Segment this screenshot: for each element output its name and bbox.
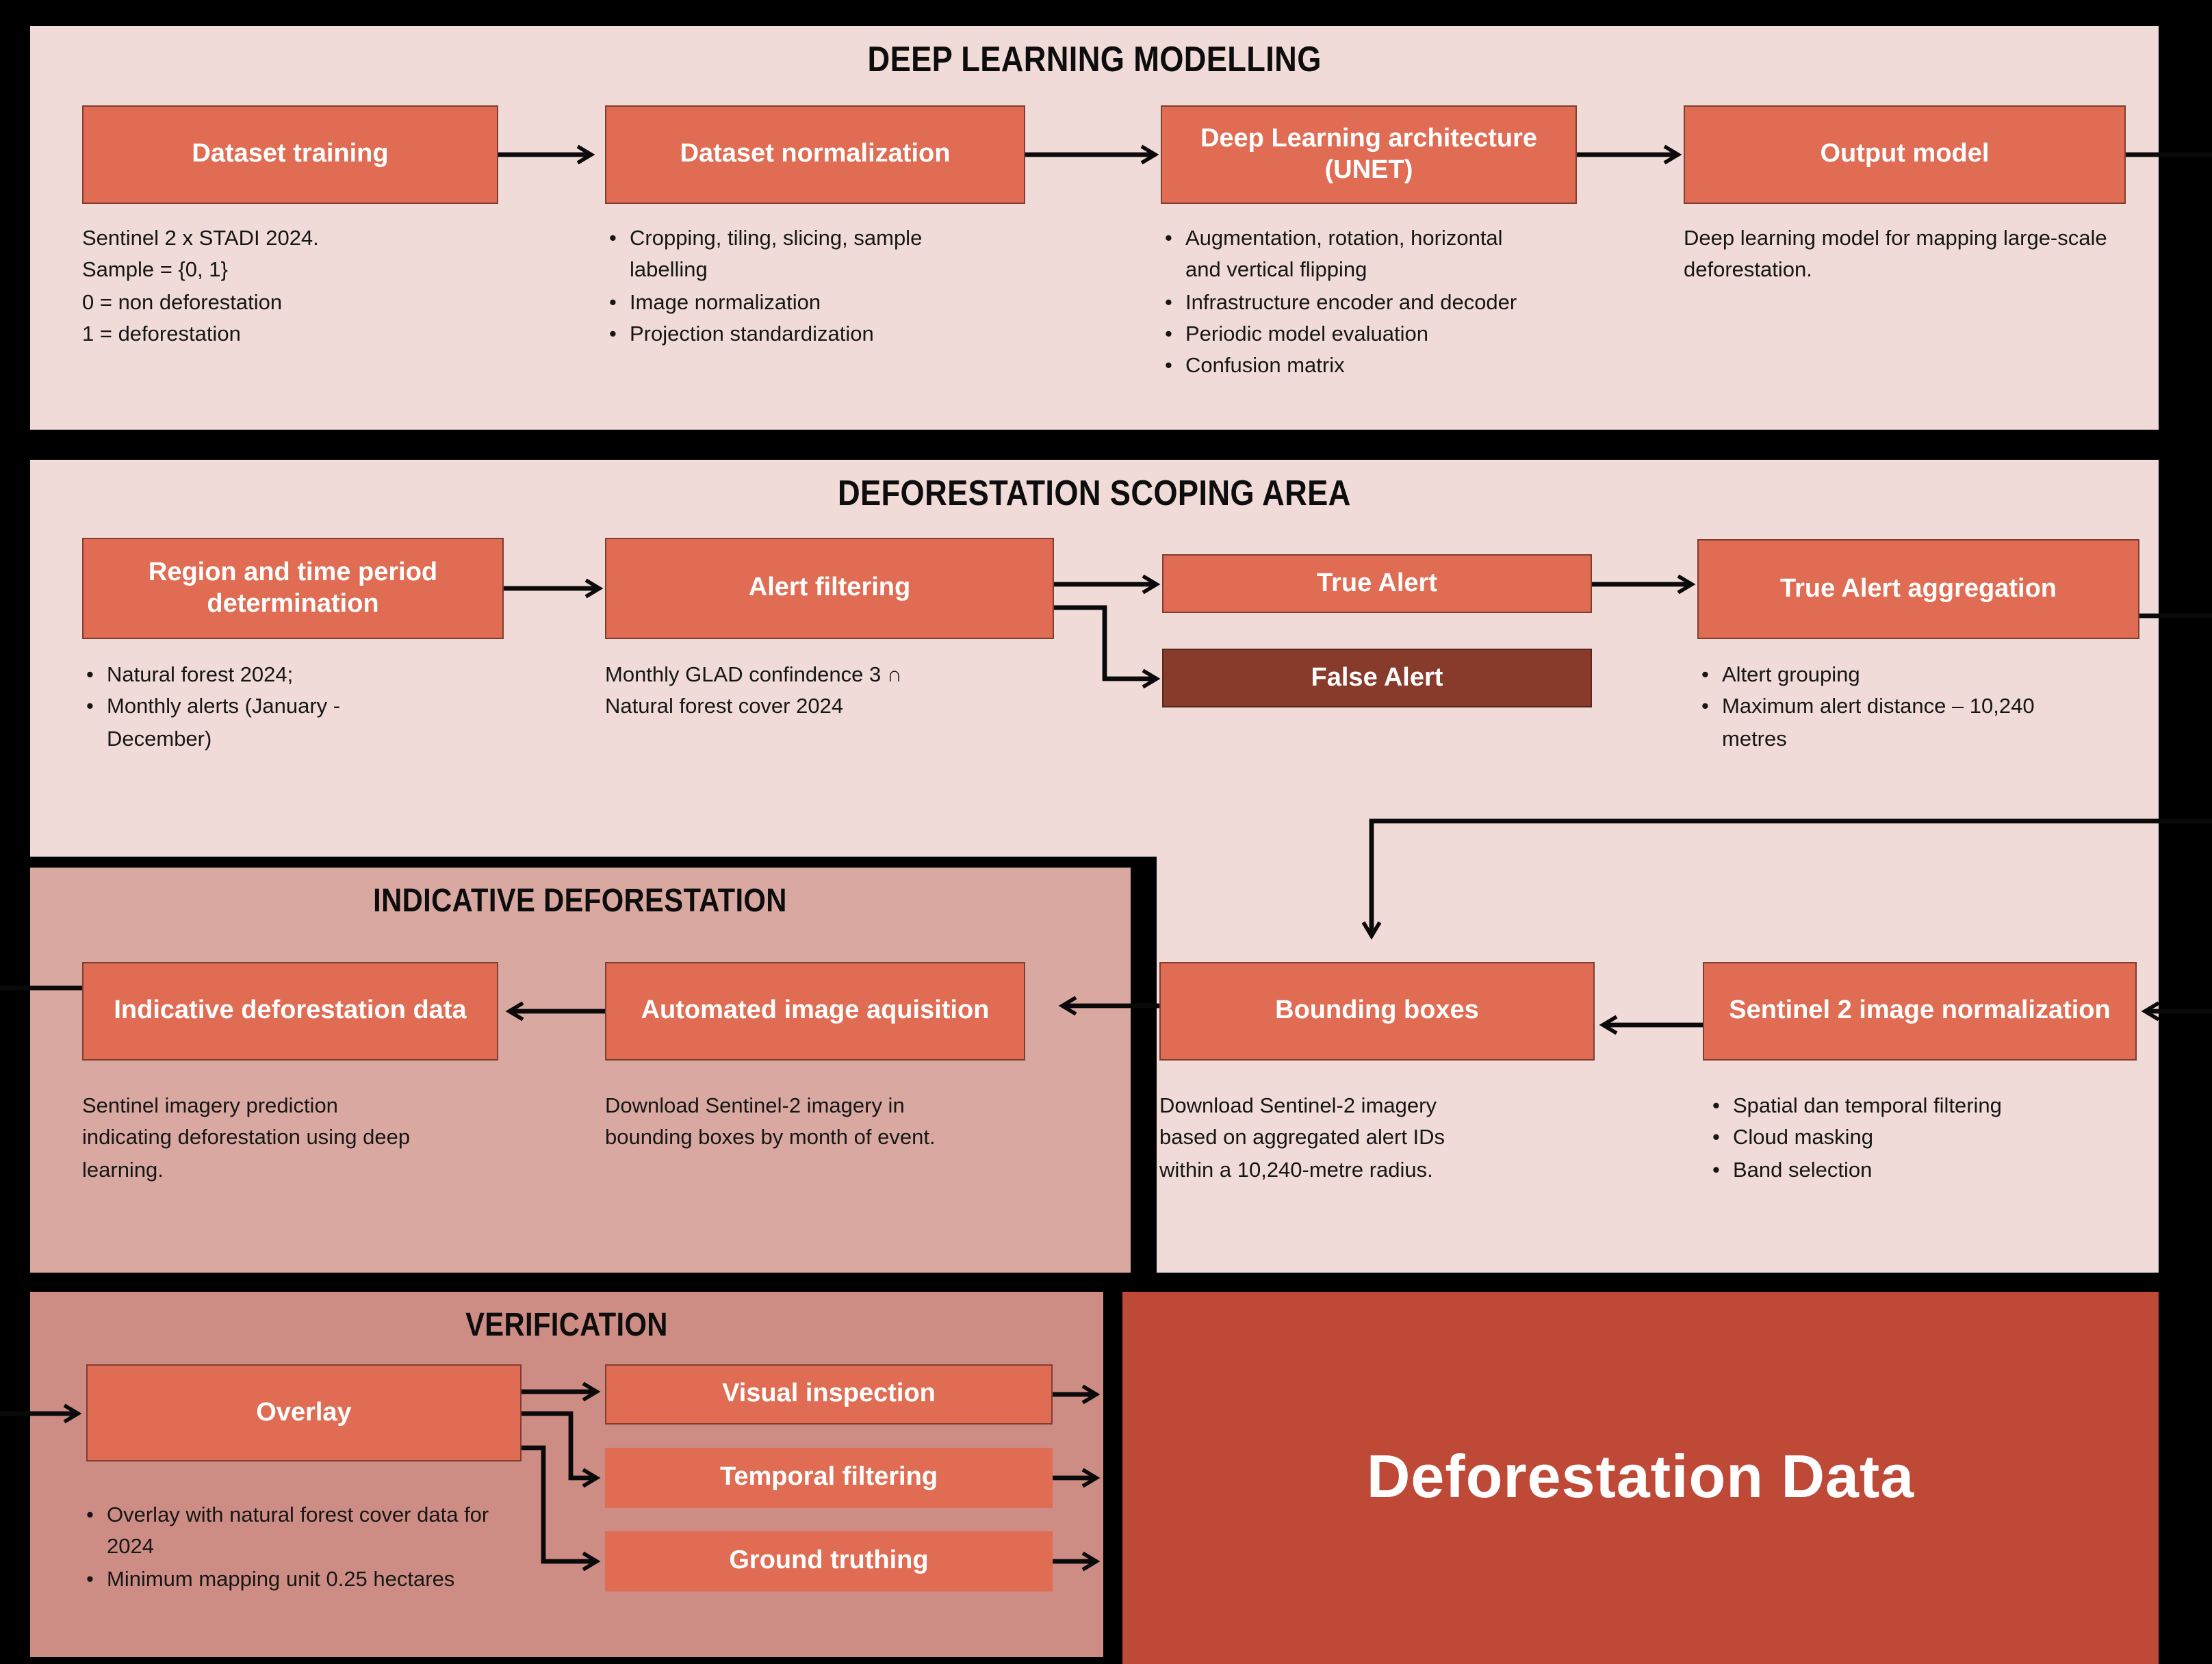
- node-indicative-deforestation-data: Indicative deforestation data: [82, 962, 498, 1061]
- section-title: INDICATIVE DEFORESTATION: [30, 883, 1131, 921]
- node-output-model: Output model: [1684, 105, 2126, 204]
- bullet-item: Augmentation, rotation, horizontal and v…: [1161, 223, 1528, 287]
- panel-divider: [0, 857, 1157, 868]
- note-overlay: Overlay with natural forest cover data f…: [82, 1500, 490, 1596]
- deforestation-data-label: Deforestation Data: [1366, 1444, 1915, 1511]
- title-deforestation-scoping-area: DEFORESTATION SCOPING AREA: [838, 472, 1351, 513]
- note-automated-acquisition: Download Sentinel-2 imagery in bounding …: [605, 1095, 936, 1150]
- node-region-time-period: Region and time period determination: [82, 538, 504, 639]
- node-automated-image-acquisition: Automated image aquisition: [605, 962, 1025, 1061]
- node-false-alert: False Alert: [1162, 649, 1592, 707]
- note-line: 1 = deforestation: [82, 322, 241, 346]
- panel-indicative-deforestation: [30, 868, 1131, 1273]
- panel-divider: [1131, 857, 1157, 1273]
- node-visual-inspection: Visual inspection: [605, 1364, 1053, 1425]
- node-overlay: Overlay: [86, 1364, 522, 1461]
- section-title: DEEP LEARNING MODELLING: [30, 38, 2159, 81]
- bullet-item: Infrastructure encoder and decoder: [1161, 287, 1528, 319]
- node-true-alert-aggregation: True Alert aggregation: [1697, 539, 2139, 639]
- note-region-time-period: Natural forest 2024; Monthly alerts (Jan…: [82, 660, 449, 755]
- section-title: DEFORESTATION SCOPING AREA: [30, 472, 2159, 515]
- bullet-item: Spatial dan temporal filtering: [1708, 1091, 2119, 1123]
- node-temporal-filtering: Temporal filtering: [605, 1448, 1053, 1508]
- note-indicative-data: Sentinel imagery prediction indicating d…: [82, 1095, 411, 1182]
- bullet-item: Periodic model evaluation: [1161, 319, 1528, 351]
- note-output-model: Deep learning model for mapping large-sc…: [1684, 227, 2107, 283]
- note-alert-filtering: Monthly GLAD confindence 3 ∩ Natural for…: [605, 664, 903, 719]
- bullet-item: Image normalization: [605, 287, 972, 319]
- bullet-item: Natural forest 2024;: [82, 660, 449, 692]
- panel-deep-learning-modelling: [30, 26, 2159, 430]
- title-indicative-deforestation: INDICATIVE DEFORESTATION: [373, 883, 788, 920]
- title-verification: VERIFICATION: [465, 1307, 668, 1344]
- bullet-item: Overlay with natural forest cover data f…: [82, 1500, 490, 1563]
- note-bounding-boxes: Download Sentinel-2 imagery based on agg…: [1159, 1095, 1445, 1182]
- bullet-item: Band selection: [1708, 1154, 2119, 1186]
- section-title: VERIFICATION: [30, 1307, 1103, 1345]
- note-dataset-normalization: Cropping, tiling, slicing, sample labell…: [605, 223, 972, 351]
- bullet-item: Altert grouping: [1697, 660, 2050, 692]
- note-line: 0 = non deforestation: [82, 291, 283, 314]
- bullet-item: Minimum mapping unit 0.25 hectares: [82, 1563, 490, 1596]
- node-dl-architecture-unet: Deep Learning architecture (UNET): [1161, 105, 1577, 204]
- bullet-item: Cloud masking: [1708, 1123, 2119, 1155]
- node-dataset-normalization: Dataset normalization: [605, 105, 1025, 204]
- panel-deforestation-data: Deforestation Data: [1122, 1292, 2159, 1664]
- note-sentinel-normalization: Spatial dan temporal filtering Cloud mas…: [1708, 1091, 2119, 1186]
- note-line: Sentinel 2 x STADI 2024.: [82, 227, 319, 250]
- note-dataset-training: Sentinel 2 x STADI 2024. Sample = {0, 1}…: [82, 223, 534, 350]
- node-alert-filtering: Alert filtering: [605, 538, 1054, 639]
- note-line: Sample = {0, 1}: [82, 259, 228, 283]
- title-deep-learning-modelling: DEEP LEARNING MODELLING: [867, 38, 1322, 79]
- node-ground-truthing: Ground truthing: [605, 1531, 1053, 1591]
- bullet-item: Confusion matrix: [1161, 350, 1528, 382]
- node-true-alert: True Alert: [1162, 554, 1592, 613]
- note-true-alert-aggregation: Altert grouping Maximum alert distance –…: [1697, 660, 2050, 755]
- node-sentinel2-image-normalization: Sentinel 2 image normalization: [1703, 962, 2137, 1061]
- bullet-item: Monthly alerts (January - December): [82, 692, 449, 755]
- note-dl-architecture: Augmentation, rotation, horizontal and v…: [1161, 223, 1528, 382]
- bullet-item: Maximum alert distance – 10,240 metres: [1697, 692, 2050, 755]
- bullet-item: Cropping, tiling, slicing, sample labell…: [605, 223, 972, 287]
- node-bounding-boxes: Bounding boxes: [1159, 962, 1595, 1061]
- node-dataset-training: Dataset training: [82, 105, 498, 204]
- bullet-item: Projection standardization: [605, 319, 972, 351]
